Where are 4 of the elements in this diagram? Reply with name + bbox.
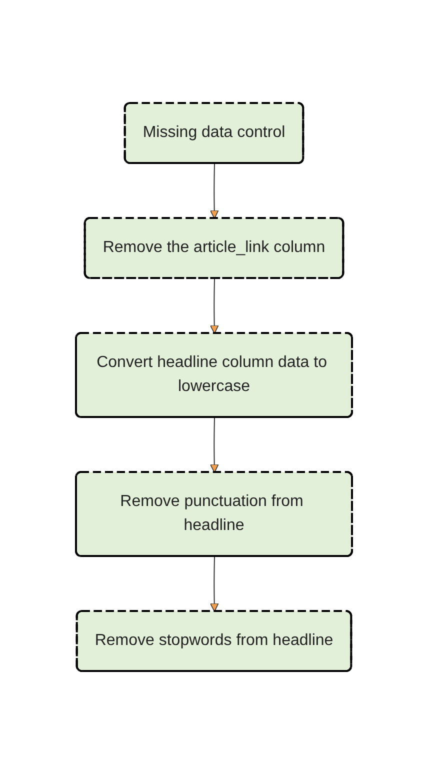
arrow — [210, 556, 219, 612]
arrow — [210, 163, 219, 219]
arrow — [210, 278, 219, 334]
arrow — [210, 417, 219, 473]
